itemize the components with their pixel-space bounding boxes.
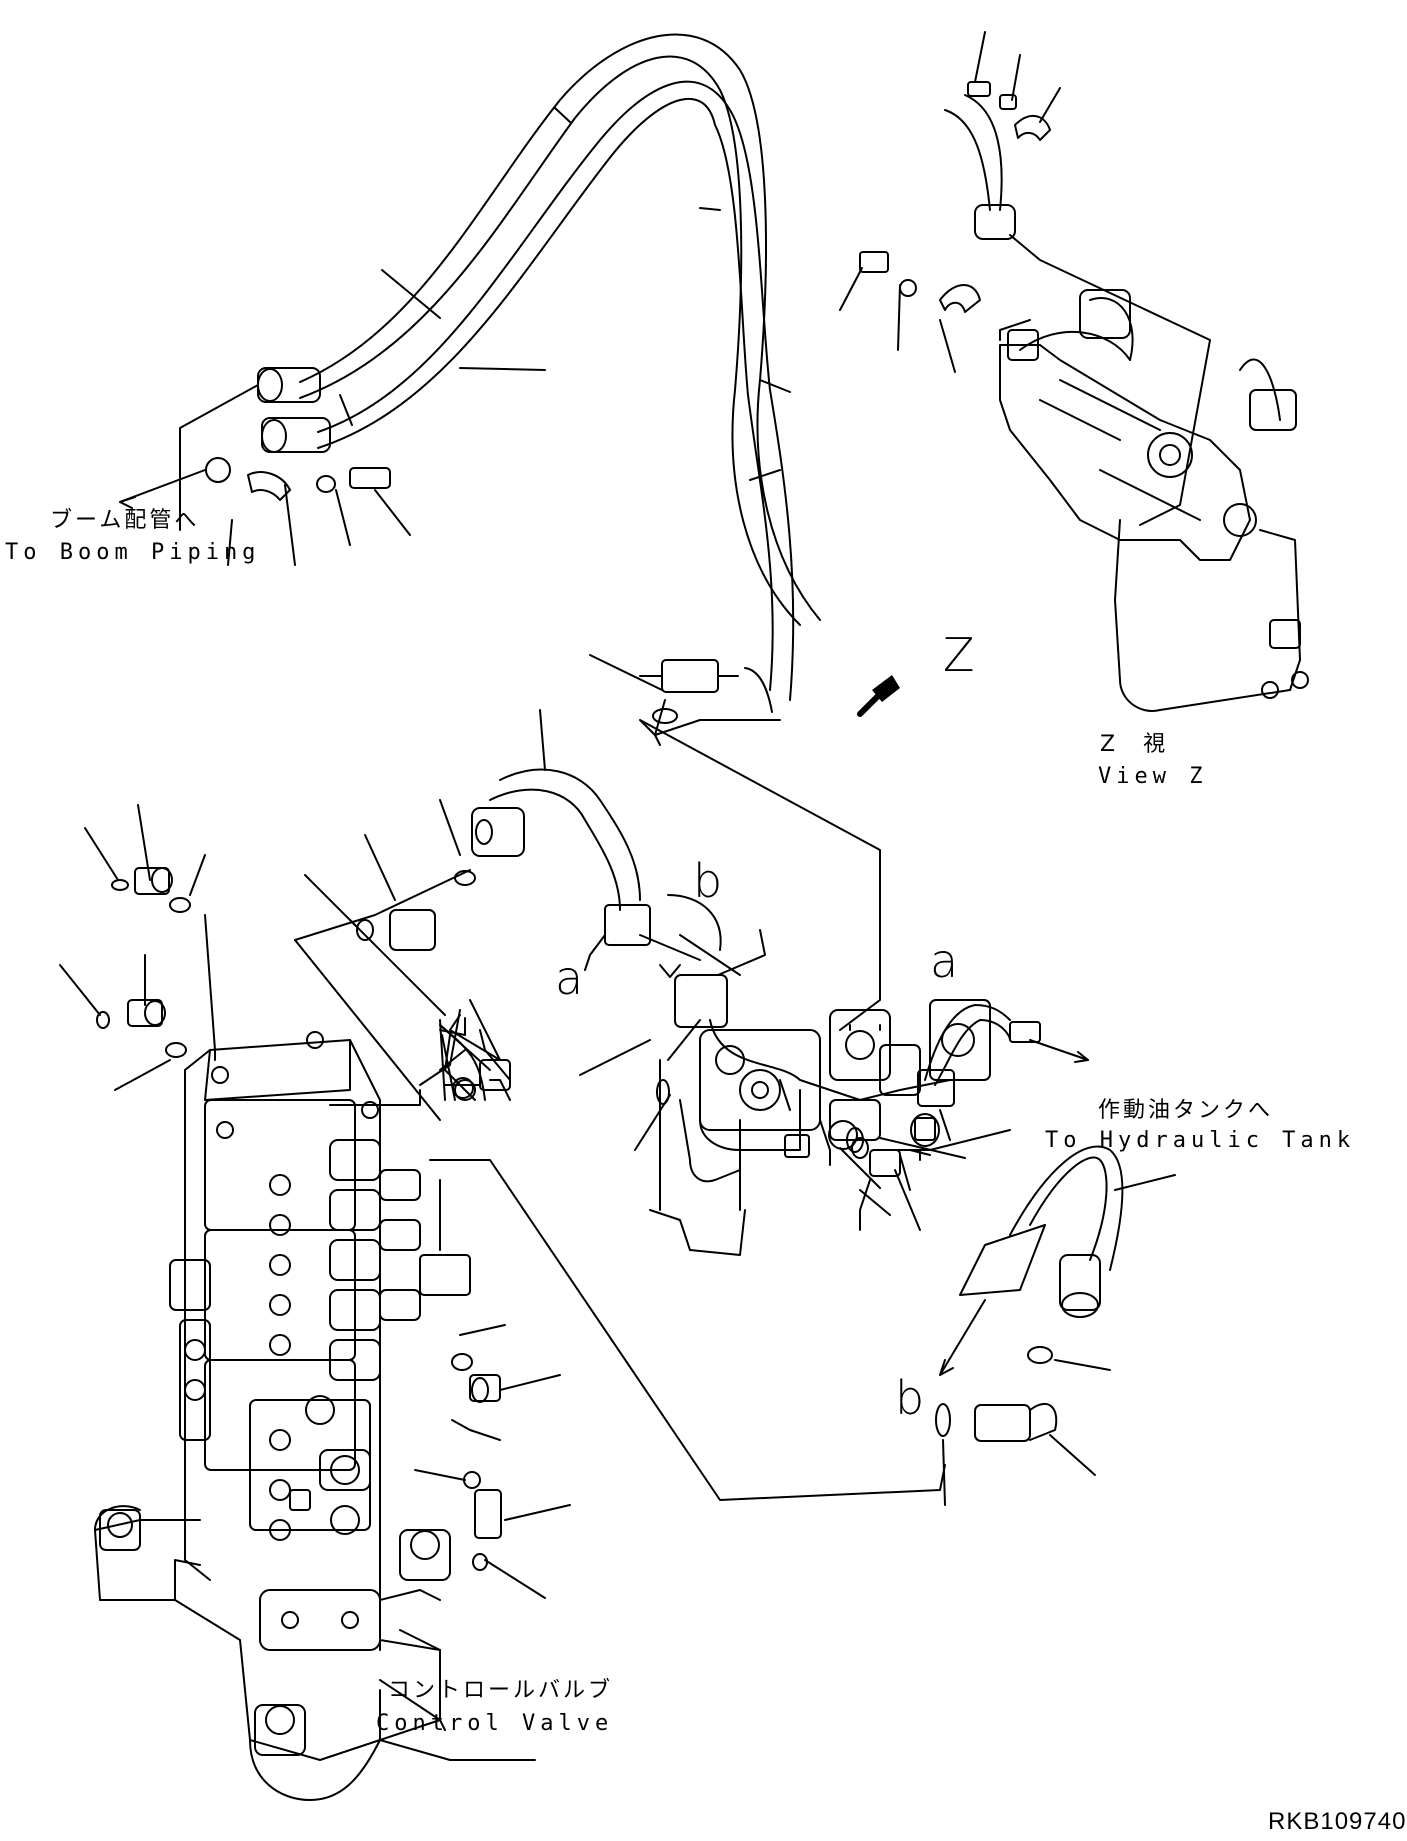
control-valve [94, 1031, 471, 1801]
boom-leaders [119, 269, 546, 566]
z-clamp [589, 654, 781, 736]
boom-piping-label-en: To Boom Piping [5, 540, 261, 565]
center-valve-assembly [471, 709, 991, 1256]
boom-hoses [299, 33, 821, 701]
boom-piping-label-jp: ブーム配管へ [50, 508, 200, 533]
lower-right-hose [935, 1145, 1176, 1506]
connection-b-lower: b [895, 1371, 925, 1425]
view-z-arrow [857, 675, 900, 717]
control-valve-label-en: Control Valve [376, 1711, 614, 1736]
hydraulic-tank-label-en: To Hydraulic Tank [1045, 1128, 1356, 1153]
connection-a-right: a [930, 934, 959, 988]
drawing-reference: RKB109740 [1268, 1808, 1407, 1835]
view-z-assembly [839, 31, 1309, 712]
connection-b-upper: b [693, 854, 723, 908]
control-valve-label-jp: コントロールバルブ [388, 1678, 614, 1703]
connection-a-left: a [555, 951, 584, 1005]
cv-fittings [59, 799, 946, 1731]
cv-leader [379, 1689, 536, 1761]
hydraulic-tank-label-jp: 作動油タンクへ [1098, 1098, 1274, 1123]
view-z-label-jp: Z 視 [1100, 732, 1169, 757]
tank-hose [846, 1004, 1089, 1231]
view-z-mark: Z [943, 628, 975, 682]
boom-hose-fittings [205, 367, 391, 501]
view-z-label-en: View Z [1098, 764, 1208, 789]
